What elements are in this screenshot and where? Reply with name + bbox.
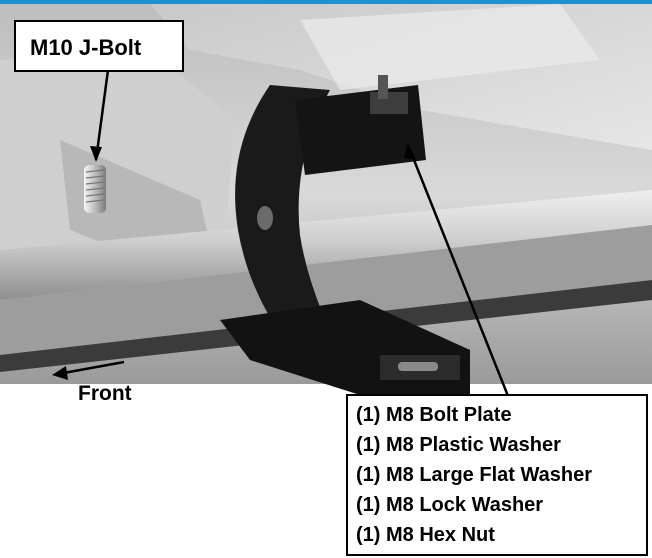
bracket-slot (398, 362, 438, 371)
j-bolt (84, 165, 106, 213)
cross-rail-upper (0, 190, 652, 300)
bracket-hole (257, 206, 273, 230)
front-arrow-line (57, 360, 125, 376)
jbolt-arrowhead (90, 146, 102, 162)
parts-list-item: (1) M8 Large Flat Washer (356, 464, 592, 486)
cross-rail-lower (0, 225, 652, 360)
parts-arrowhead (404, 143, 416, 160)
bracket-strap (235, 85, 355, 380)
jbolt-callout: M10 J-Bolt (14, 20, 184, 72)
top-accent-bar (0, 0, 652, 4)
parts-callout: (1) M8 Bolt Plate (1) M8 Plastic Washer … (346, 394, 648, 556)
parts-leader-line (408, 149, 510, 397)
parts-list-item: (1) M8 Plastic Washer (356, 434, 561, 456)
washer-stack (370, 92, 408, 114)
parts-list-item: (1) M8 Lock Washer (356, 494, 544, 516)
parts-list-item: (1) M8 Bolt Plate (356, 404, 512, 426)
floor-highlight (300, 4, 600, 90)
front-label: Front (78, 382, 132, 405)
stud (378, 75, 388, 99)
jbolt-leader-line (94, 69, 110, 161)
front-arrowhead-icon (52, 366, 68, 380)
parts-list-item: (1) M8 Hex Nut (356, 524, 495, 546)
